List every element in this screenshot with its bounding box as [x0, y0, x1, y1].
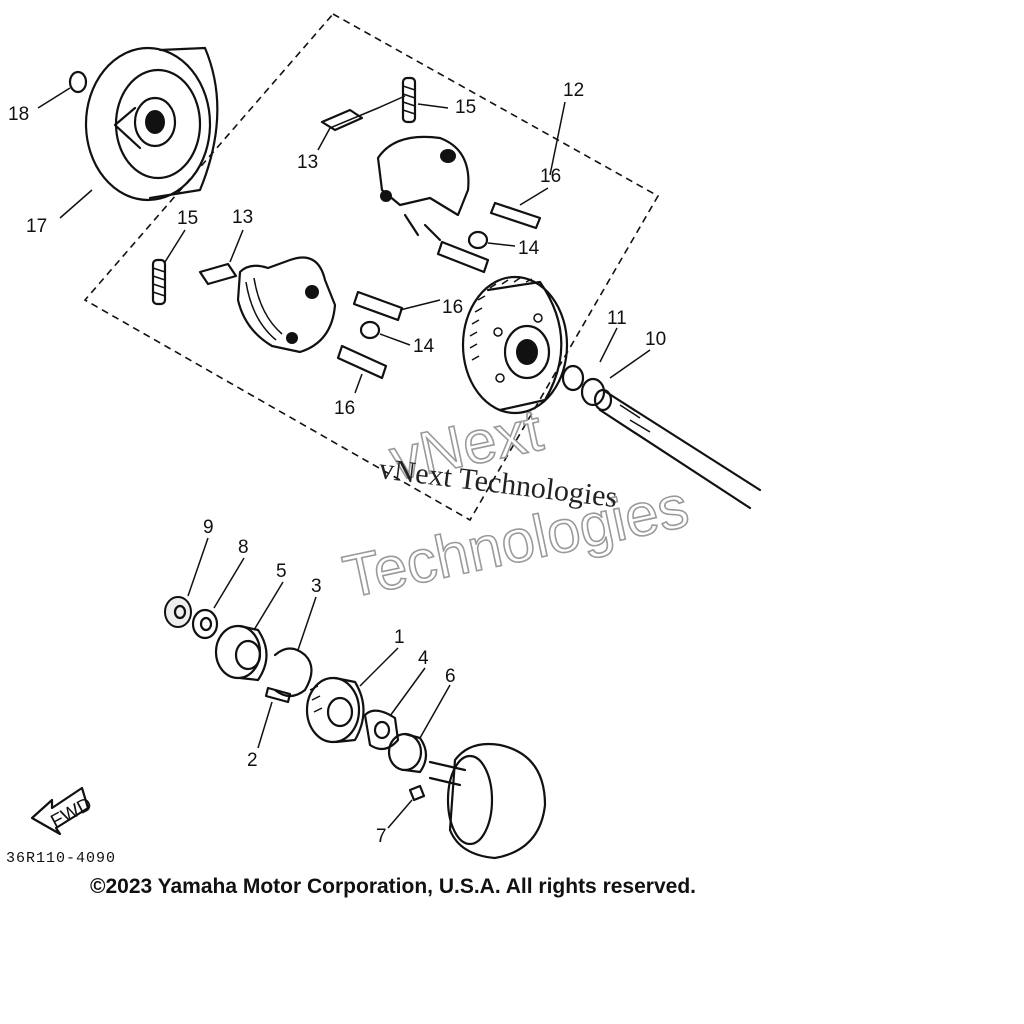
part-16-pin-a — [489, 201, 542, 230]
part-18-circlip — [68, 70, 88, 94]
leader-lines — [37, 87, 651, 829]
label-part-15-upper: 15 — [455, 97, 476, 118]
assembly-boundary-12 — [83, 12, 660, 522]
label-part-13-lower: 13 — [232, 207, 253, 228]
label-part-10: 10 — [645, 329, 666, 350]
label-part-17: 17 — [26, 216, 47, 237]
part-6-bushing — [387, 732, 428, 774]
label-part-12: 12 — [563, 80, 584, 101]
label-part-11: 11 — [607, 308, 627, 329]
part-15-lower-spring — [151, 258, 167, 306]
part-11-washer — [561, 364, 585, 392]
fwd-arrow-label: FWD — [48, 794, 96, 833]
part-10-spacer — [580, 377, 606, 407]
label-part-7: 7 — [376, 826, 387, 847]
copyright-notice: ©2023 Yamaha Motor Corporation, U.S.A. A… — [90, 875, 696, 898]
label-part-3: 3 — [311, 576, 322, 597]
part-8-washer — [191, 608, 219, 640]
part-16-pin-c — [352, 290, 404, 322]
part-2-clip — [264, 686, 292, 704]
part-17-clutch-drum — [84, 46, 219, 202]
upper-clutch-shoe — [376, 135, 470, 242]
label-part-9: 9 — [203, 517, 214, 538]
part-7-key — [408, 784, 426, 802]
part-1-starter-gear — [305, 676, 365, 744]
lower-clutch-shoe — [236, 256, 337, 354]
label-part-2: 2 — [247, 750, 258, 771]
part-16-pin-d — [336, 344, 388, 380]
label-part-8: 8 — [238, 537, 249, 558]
part-13-lower-plate — [198, 262, 238, 286]
part-5-clutch-housing — [214, 624, 268, 682]
part-3-c-spring — [273, 647, 313, 698]
label-part-14-lower: 14 — [413, 336, 435, 357]
label-part-13-upper: 13 — [297, 152, 318, 173]
part-13-upper-plate — [320, 108, 364, 132]
fwd-direction-arrow — [30, 786, 90, 836]
crankshaft — [593, 388, 762, 510]
part-15-upper-spring — [401, 76, 417, 124]
label-part-16-upper: 16 — [540, 166, 561, 187]
label-part-18: 18 — [8, 104, 29, 125]
label-part-14-upper: 14 — [518, 238, 540, 259]
part-16-pin-b — [436, 240, 490, 274]
part-14-upper-bushing — [467, 230, 489, 250]
part-9-nut — [164, 596, 192, 628]
label-part-1: 1 — [394, 627, 405, 648]
label-part-15-lower: 15 — [177, 208, 198, 229]
generator-rotor — [428, 742, 547, 860]
drawing-code: 36R110-4090 — [6, 850, 117, 867]
label-part-16-middle: 16 — [442, 297, 463, 318]
label-part-4: 4 — [418, 648, 429, 669]
label-part-5: 5 — [276, 561, 287, 582]
primary-drive-gear — [461, 275, 569, 415]
label-part-6: 6 — [445, 666, 456, 687]
part-14-lower-bushing — [359, 320, 381, 340]
part-4-plate — [363, 709, 400, 751]
label-part-16-lower: 16 — [334, 398, 355, 419]
